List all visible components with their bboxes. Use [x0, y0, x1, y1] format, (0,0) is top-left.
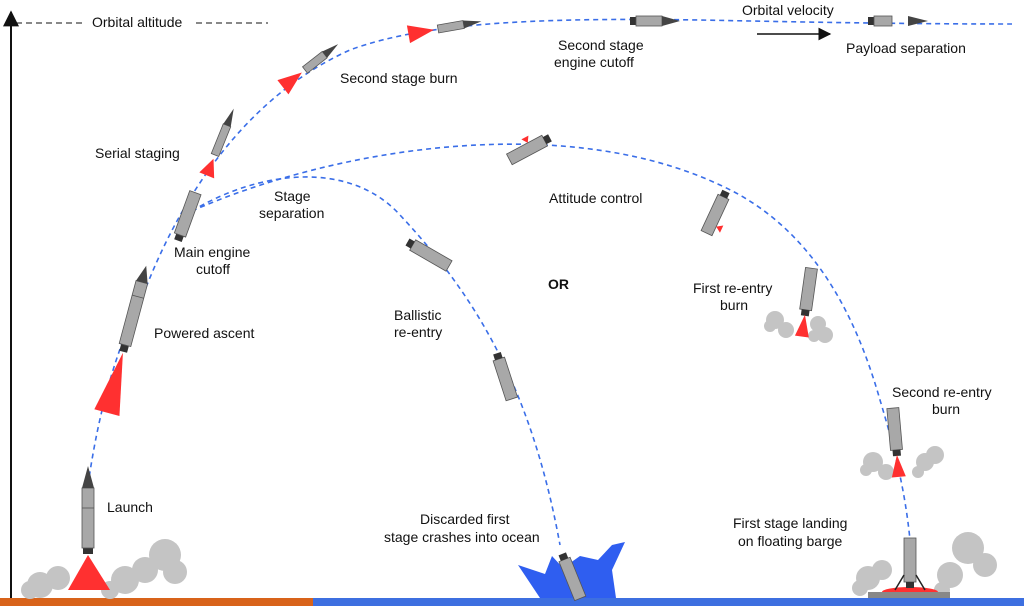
attitude-control-stage — [505, 134, 552, 166]
main-engine-cutoff-label-2: cutoff — [196, 261, 230, 277]
attitude-stage-2 — [700, 189, 730, 237]
serial-staging-rocket — [199, 108, 234, 179]
ballistic-stage-2 — [492, 352, 519, 402]
launch-flame-icon — [68, 555, 110, 590]
first-reentry-smoke-icon — [764, 311, 833, 343]
second-reentry-flame-icon — [891, 454, 906, 478]
floating-barge — [868, 592, 950, 598]
ocean-strip — [313, 598, 1024, 606]
first-reentry-flame-icon — [794, 314, 809, 338]
second-stage-flame-icon — [277, 72, 302, 95]
discarded-stage-label-2: stage crashes into ocean — [384, 529, 540, 545]
second-reentry-burn-label-1: Second re-entry — [892, 384, 992, 400]
serial-staging-flame-icon — [199, 158, 215, 179]
orbital-altitude-label: Orbital altitude — [92, 14, 182, 30]
ascent-flame-icon — [94, 352, 123, 416]
near-orbit-flame-icon — [406, 25, 435, 44]
ballistic-stage-1 — [405, 238, 453, 272]
payload-separation-label: Payload separation — [846, 40, 966, 56]
ocean-splash-icon — [518, 542, 625, 602]
landing-label-1: First stage landing — [733, 515, 847, 531]
ballistic-trajectory — [191, 176, 561, 546]
landing-label-2: on floating barge — [738, 533, 843, 549]
ballistic-reentry-label-2: re-entry — [394, 324, 442, 340]
launch-label: Launch — [107, 499, 153, 515]
first-reentry-stage — [764, 266, 833, 343]
stage-separation-label-1: Stage — [274, 188, 311, 204]
stage-separation-label-2: separation — [259, 205, 324, 221]
payload-separation-rocket — [868, 15, 928, 27]
ballistic-reentry-label-1: Ballistic — [394, 307, 441, 323]
landing-smoke-icon — [852, 532, 997, 598]
or-label: OR — [548, 276, 569, 292]
second-stage-cutoff-label-2: engine cutoff — [554, 54, 634, 70]
second-reentry-smoke-icon — [860, 446, 944, 480]
first-reentry-burn-label-1: First re-entry — [693, 280, 772, 296]
near-orbit-rocket — [406, 20, 482, 44]
powered-ascent-label: Powered ascent — [154, 325, 255, 341]
second-stage-burn-rocket — [277, 44, 339, 95]
second-stage-burn-label: Second stage burn — [340, 70, 458, 86]
powered-ascent-rocket — [94, 265, 149, 416]
attitude-thruster-2-icon — [716, 225, 724, 233]
second-reentry-burn-label-2: burn — [932, 401, 960, 417]
serial-staging-label: Serial staging — [95, 145, 180, 161]
main-engine-cutoff-rocket — [173, 190, 202, 243]
second-stage-cutoff-label-1: Second stage — [558, 37, 644, 53]
land-strip — [0, 598, 313, 606]
attitude-thruster-icon — [521, 135, 529, 143]
barge-landing — [852, 532, 997, 598]
ascent-trajectory — [87, 18, 1013, 486]
launch-rocket — [21, 466, 187, 599]
second-stage-cutoff-rocket — [630, 15, 680, 27]
attitude-control-label: Attitude control — [549, 190, 642, 206]
second-reentry-stage — [860, 407, 944, 480]
main-engine-cutoff-label-1: Main engine — [174, 244, 250, 260]
orbital-velocity-label: Orbital velocity — [742, 2, 834, 18]
discarded-stage-label-1: Discarded first — [420, 511, 510, 527]
first-reentry-burn-label-2: burn — [720, 297, 748, 313]
